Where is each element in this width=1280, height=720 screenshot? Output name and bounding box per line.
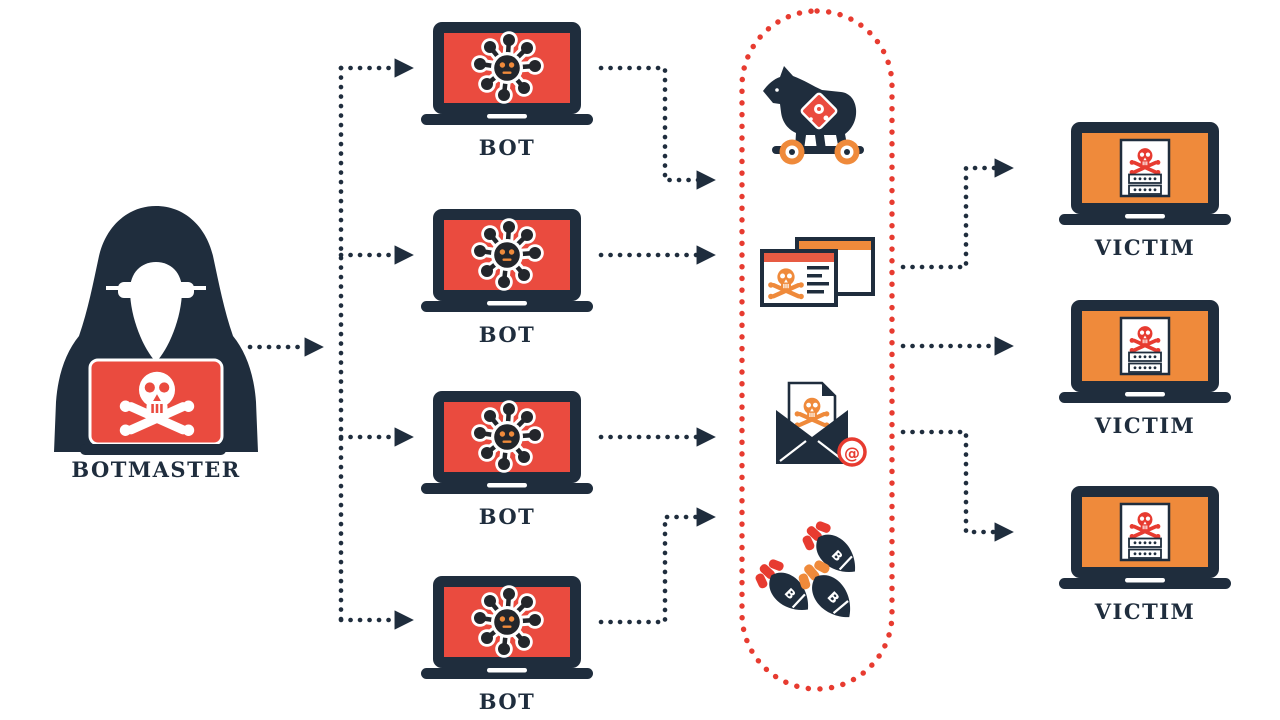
- bot-laptop-1: [421, 22, 593, 125]
- attack-methods-boundary: [739, 8, 895, 692]
- bot-laptop-3: [421, 391, 593, 494]
- arrow-attack-to-victim-1: [900, 158, 1014, 270]
- malicious-website-icon: [760, 237, 875, 307]
- glasses-icon: [106, 282, 206, 298]
- victim-laptop-1: [1059, 122, 1231, 225]
- victim-laptop-3: [1059, 486, 1231, 589]
- trojan-wheel-left: [779, 139, 805, 165]
- bot-laptop-4: [421, 576, 593, 679]
- bombs-icon: B B B: [747, 513, 869, 631]
- phishing-email-icon: @: [776, 381, 867, 467]
- arrow-bot1-to-attack: [598, 65, 716, 190]
- arrow-bot4-to-attack: [598, 507, 716, 625]
- trojan-horse-icon: [763, 66, 864, 165]
- bot-label-3: BOT: [479, 504, 536, 529]
- victim-laptop-2: [1059, 300, 1231, 403]
- arrow-network: [247, 58, 1014, 630]
- bot-label-4: BOT: [479, 689, 536, 714]
- botmaster-label: BOTMASTER: [71, 457, 240, 482]
- bot-label-2: BOT: [479, 322, 536, 347]
- arrow-attack-to-victim-3: [900, 429, 1014, 542]
- at-symbol: @: [844, 444, 860, 463]
- victim-label-1: VICTIM: [1094, 235, 1196, 260]
- botmaster-figure: BOTMASTER: [54, 206, 258, 482]
- trojan-wheel-right: [834, 139, 860, 165]
- bot-label-1: BOT: [479, 135, 536, 160]
- victim-group: VICTIM VICTIM VICTIM: [1059, 122, 1231, 624]
- at-badge-icon: @: [837, 437, 867, 467]
- botmaster-laptop: [80, 358, 226, 455]
- bot-laptop-2: [421, 209, 593, 312]
- bot-group: BOT BOT BOT BOT: [421, 22, 593, 714]
- victim-label-2: VICTIM: [1094, 413, 1196, 438]
- victim-label-3: VICTIM: [1094, 599, 1196, 624]
